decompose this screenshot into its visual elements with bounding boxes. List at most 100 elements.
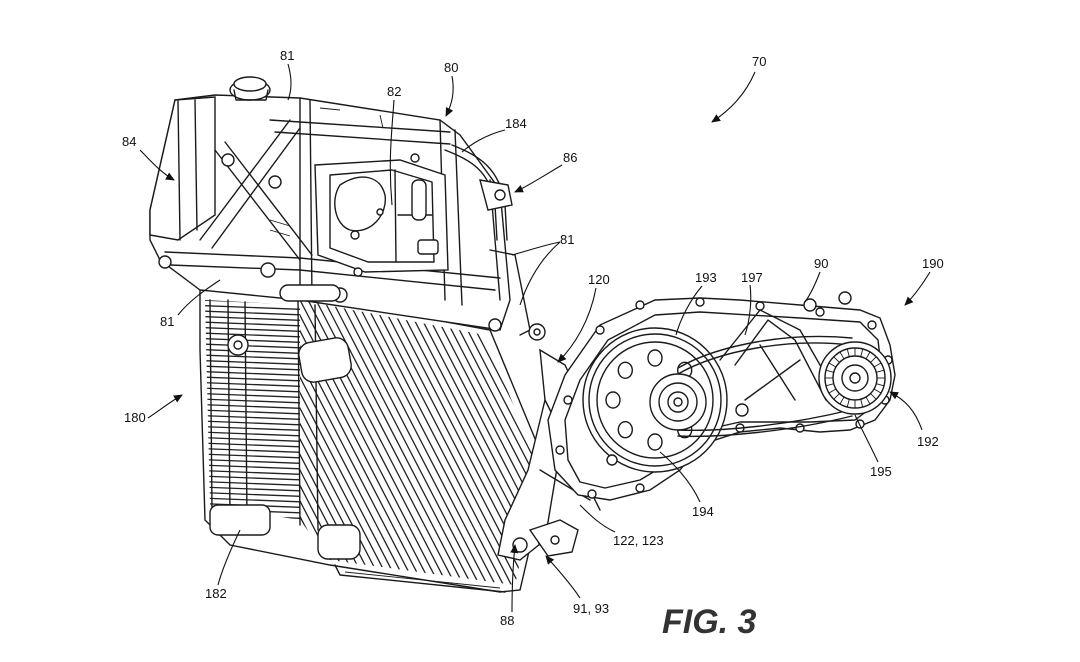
radiator-fin	[205, 447, 300, 454]
rim-bolt	[855, 419, 865, 429]
gear-hole	[605, 391, 621, 409]
radiator-fin	[205, 469, 300, 476]
pulley-tooth	[833, 393, 840, 400]
radiator-fin	[331, 300, 483, 585]
label-184: 184	[505, 116, 527, 131]
radiator-fin	[0, 300, 130, 590]
radiator-fin	[419, 300, 540, 585]
radiator-fin	[205, 365, 300, 371]
label-81-top: 81	[280, 48, 294, 63]
radiator-fin	[300, 300, 419, 585]
radiator-fin	[20, 300, 170, 590]
rim-bolt	[635, 483, 645, 493]
radiator-fin	[28, 300, 178, 590]
label-81-right: 81	[560, 232, 574, 247]
pulley-tooth	[873, 362, 882, 368]
radiator-fin	[205, 464, 300, 470]
radiator-fin	[300, 300, 411, 585]
pulley-tooth	[865, 396, 871, 405]
label-180: 180	[124, 410, 146, 425]
radiator-fin	[205, 343, 300, 349]
reference-labels: 70 80 81 82 184 84 86 81 120 81 180 182 …	[122, 48, 944, 641]
leader-lines	[139, 63, 931, 613]
radiator-fin	[68, 300, 218, 590]
pulley-tooth	[865, 351, 871, 360]
radiator-fin	[205, 453, 300, 459]
rim-bolt	[563, 395, 573, 405]
label-182: 182	[205, 586, 227, 601]
radiator-fin	[300, 300, 403, 585]
radiator-fin	[205, 310, 300, 316]
pulley-tooth	[839, 396, 845, 405]
pulley-tooth	[870, 393, 877, 400]
label-194: 194	[692, 504, 714, 519]
pulley-tooth	[828, 362, 837, 368]
pulley-tooth	[828, 388, 837, 394]
radiator-fin	[205, 497, 300, 503]
radiator-fin	[427, 300, 540, 585]
pulley-tooth	[870, 356, 877, 363]
radiator-fin	[205, 315, 300, 322]
radiator-fin	[205, 304, 300, 311]
label-195: 195	[870, 464, 892, 479]
label-70: 70	[752, 54, 766, 69]
gear-hole	[647, 349, 663, 367]
radiator-fin	[36, 300, 186, 590]
pulley-tooth	[846, 348, 850, 357]
rim-bolt	[755, 301, 765, 311]
radiator-fin	[205, 431, 300, 437]
radiator-fin	[205, 392, 300, 399]
radiator-fin	[205, 398, 300, 404]
radiator-fin	[205, 491, 300, 498]
rim-bolt	[595, 325, 605, 335]
label-122-123: 122, 123	[613, 533, 664, 548]
rim-bolt	[635, 300, 645, 310]
radiator-fin	[205, 403, 300, 410]
radiator-fin	[44, 300, 194, 590]
radiator-fin	[371, 300, 523, 585]
radiator-fin	[60, 300, 210, 590]
radiator-fin	[205, 480, 300, 487]
radiator-fin	[52, 300, 202, 590]
radiator-fin	[205, 370, 300, 377]
label-81-left: 81	[160, 314, 174, 329]
rim-bolt	[695, 297, 705, 307]
label-192: 192	[917, 434, 939, 449]
radiator-fin	[443, 300, 540, 585]
label-82: 82	[387, 84, 401, 99]
label-86: 86	[563, 150, 577, 165]
radiator-fin	[355, 300, 507, 585]
cvt-drawing	[547, 291, 896, 501]
pulley-tooth	[860, 348, 864, 357]
pulley-tooth	[860, 399, 864, 408]
radiator-fin	[205, 414, 300, 421]
pulley-tooth	[876, 383, 885, 387]
radiator-fin	[451, 300, 540, 585]
radiator-fin	[205, 354, 300, 360]
label-197: 197	[741, 270, 763, 285]
rim-bolt	[815, 307, 825, 317]
label-193: 193	[695, 270, 717, 285]
radiator-fin	[205, 381, 300, 388]
radiator-fin	[205, 376, 300, 382]
label-120: 120	[588, 272, 610, 287]
support-plate-drawing	[497, 348, 601, 561]
radiator-fin	[0, 300, 138, 590]
radiator-fin	[205, 436, 300, 443]
radiator-fin	[205, 348, 300, 355]
label-84: 84	[122, 134, 136, 149]
radiator-fin	[205, 425, 300, 432]
pulley-tooth	[873, 388, 882, 394]
pulley-tooth	[846, 399, 850, 408]
radiator-fin	[205, 475, 300, 481]
radiator-fin	[300, 300, 387, 585]
radiator-fin	[347, 300, 499, 585]
radiator-fin	[205, 409, 300, 415]
radiator-fin	[205, 332, 300, 338]
gear-hole	[647, 433, 663, 451]
label-88: 88	[500, 613, 514, 628]
label-190: 190	[922, 256, 944, 271]
radiator-fin	[0, 300, 146, 590]
radiator-fin	[205, 337, 300, 344]
